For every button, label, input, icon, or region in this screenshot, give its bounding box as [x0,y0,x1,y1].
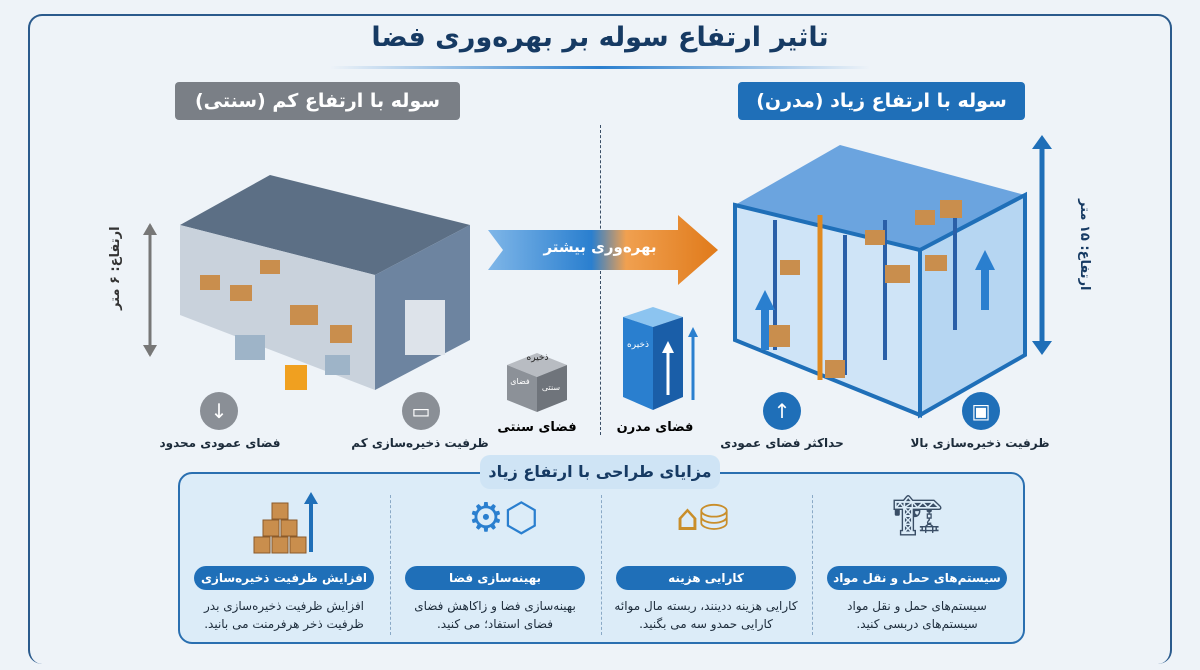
benefit-title: سیستم‌های حمل و نقل مواد [827,566,1007,590]
divider [812,495,813,635]
modern-space-label: فضای مدرن [616,420,694,435]
boxes-growth-icon [253,492,318,554]
modern-space-cube [623,307,698,410]
productivity-arrow [488,215,718,285]
benefit-title: افزایش ظرفیت ذخیره‌سازی [194,566,374,590]
divider [600,125,601,435]
modern-warehouse-illustration [733,145,1027,419]
benefits-title: مزایای طراحی با ارتفاع زیاد [480,455,720,489]
feature-label: ظرفیت ذخیره‌سازی کم [351,436,489,450]
title-underline [330,66,870,69]
modern-cube-text: ذخیره [627,340,649,350]
benefit-title: بهینه‌سازی فضا [405,566,585,590]
left-header: سوله با ارتفاع کم (سنتی) [175,82,460,120]
traditional-warehouse-illustration [143,175,470,390]
right-header: سوله با ارتفاع زیاد (مدرن) [738,82,1025,120]
cube-gear-icon: ⬡⚙ [468,495,539,541]
right-height-label: ارتفاع: ۱۵ متر [1077,199,1092,291]
divider [601,495,602,635]
crane-conveyor-icon: 🏗 [892,493,943,539]
arrow-down-icon: ↓ [200,392,238,430]
storage-high-icon: ▣ [962,392,1000,430]
benefit-card: 🏗 سیستم‌های حمل و نقل مواد سیستم‌های حمل… [812,490,1022,640]
divider [390,495,391,635]
benefit-card: ⬡⚙ بهینه‌سازی فضا بهینه‌سازی فضا و زاکاه… [390,490,600,640]
left-height-label: ارتفاع: ۶ متر [108,226,123,310]
frame [28,14,1172,664]
benefit-text: کارایی هزینه ددینند، ربسته مال موائه کار… [614,599,798,631]
benefit-text: بهینه‌سازی فضا و زاکاهش فضای فضای استفاد… [414,599,576,631]
right-height-arrow [1032,135,1052,355]
traditional-space-label: فضای سنتی [497,420,577,435]
coins-warehouse-icon: ⛁⌂ [676,498,730,539]
cube-top-text: ذخیره [526,353,549,363]
page-title: تاثیر ارتفاع سوله بر بهره‌وری فضا [371,22,829,53]
benefit-title: کارایی هزینه [616,566,796,590]
benefit-text: سیستم‌های حمل و نقل مواد سیستم‌های دربسی… [847,599,987,631]
storage-low-icon: ▭ [402,392,440,430]
arrow-up-icon: ↑ [763,392,801,430]
productivity-label: بهره‌وری بیشتر [543,238,657,256]
benefit-text: افزایش ظرفیت ذخیره‌سازی بدر ظرفیت ذخر هر… [203,599,365,631]
benefit-card: ⛁⌂ کارایی هزینه کارایی هزینه ددینند، ربس… [601,490,811,640]
cube-side1-text: فضای [510,377,530,386]
feature-label: ظرفیت ذخیره‌سازی بالا [910,436,1050,450]
feature-label: حداکثر فضای عمودی [720,436,844,450]
feature-label: فضای عمودی محدود [159,436,281,450]
benefit-card: افزایش ظرفیت ذخیره‌سازی افزایش ظرفیت ذخی… [179,490,389,640]
cube-side2-text: سنتی [541,383,561,392]
traditional-space-cube [507,353,567,412]
